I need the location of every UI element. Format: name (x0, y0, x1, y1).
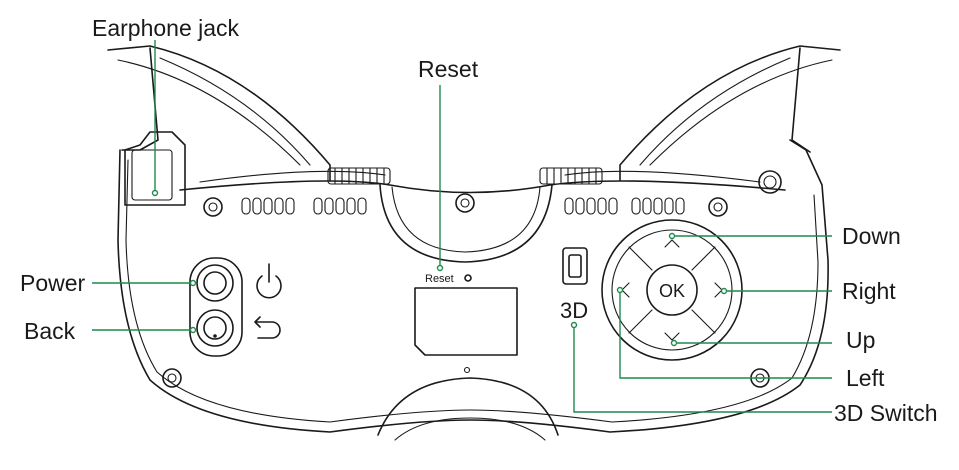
reset-label: Reset (418, 56, 479, 82)
3d-switch-label: 3D Switch (834, 400, 938, 426)
down-label: Down (842, 223, 901, 249)
d-pad-up-arrow-icon (664, 239, 680, 248)
headset-body: Reset 3D OK (107, 45, 841, 441)
right-focus-wheel (539, 167, 603, 185)
right-label: Right (842, 278, 896, 304)
left-vents (241, 197, 367, 215)
back-label: Back (24, 318, 76, 344)
d-pad-down-arrow-icon (664, 332, 680, 341)
reset-pinhole (464, 274, 472, 282)
d-pad (601, 219, 743, 361)
left-label: Left (846, 365, 885, 391)
d-pad-right-arrow-icon (714, 282, 723, 298)
earphone-jack-label: Earphone jack (92, 15, 240, 41)
power-icon (256, 263, 282, 299)
reset-marking: Reset (425, 273, 454, 285)
button-housing (189, 257, 243, 357)
back-arrow-icon (254, 316, 281, 339)
up-label: Up (846, 327, 875, 353)
screws (162, 170, 782, 388)
display-window (414, 287, 518, 374)
power-label: Power (20, 270, 86, 296)
earphone-jack-housing (124, 131, 186, 206)
right-vents (564, 197, 685, 215)
callout-lines (92, 40, 832, 413)
3d-label: 3D (560, 298, 588, 323)
left-focus-wheel (327, 167, 391, 185)
ok-button-label: OK (659, 281, 685, 301)
3d-switch (562, 247, 588, 285)
